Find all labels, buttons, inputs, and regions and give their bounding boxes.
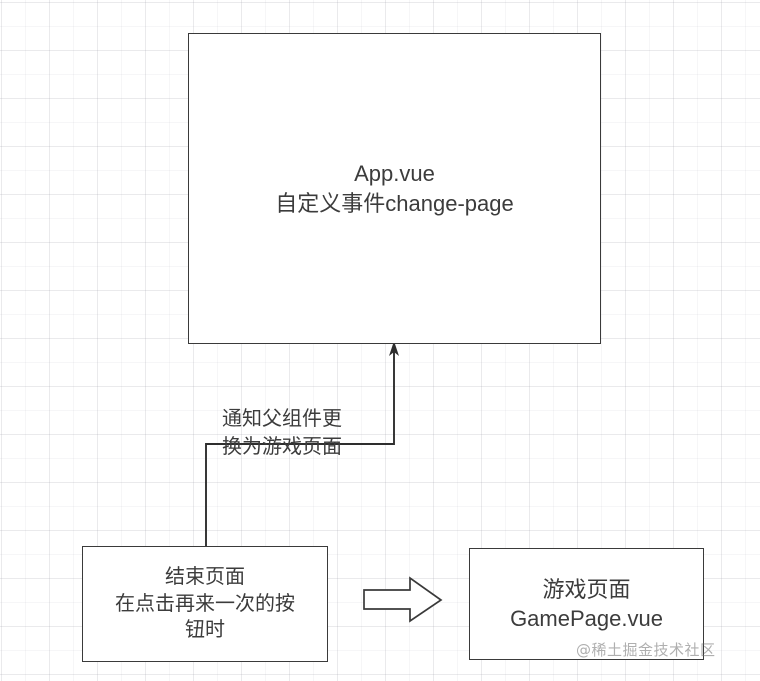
block-arrow-right-icon <box>363 576 443 623</box>
end-page-node-label: 结束页面 在点击再来一次的按 钮时 <box>115 566 295 642</box>
end-page-to-app-vue-connector-line <box>205 352 395 546</box>
game-page-node[interactable]: 游戏页面 GamePage.vue <box>469 548 704 660</box>
edge-label-end-page-to-app-vue: 通知父组件更 换为游戏页面 <box>222 408 342 458</box>
end-page-to-app-vue-arrowhead <box>389 341 399 356</box>
app-vue-node-label: App.vue 自定义事件change-page <box>275 161 514 216</box>
app-vue-node[interactable]: App.vue 自定义事件change-page <box>188 33 601 344</box>
game-page-node-label: 游戏页面 GamePage.vue <box>510 576 663 631</box>
end-page-node[interactable]: 结束页面 在点击再来一次的按 钮时 <box>82 546 328 662</box>
watermark: @稀土掘金技术社区 <box>576 641 716 659</box>
